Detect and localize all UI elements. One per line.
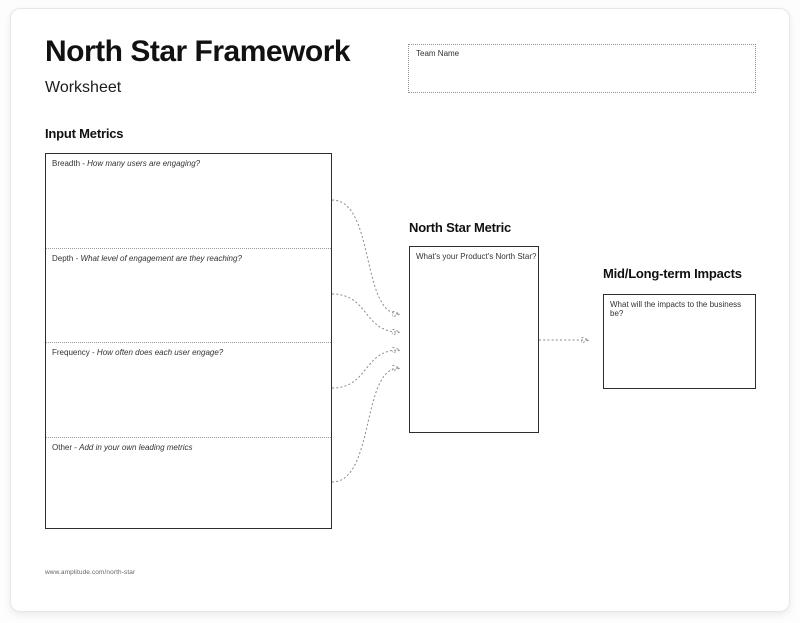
connector-other-arrow xyxy=(331,368,399,483)
metric-label: Frequency - xyxy=(52,348,95,357)
metric-question: Add in your own leading metrics xyxy=(79,443,193,452)
input-metric-row-other[interactable]: Other - Add in your own leading metrics xyxy=(46,437,331,527)
impacts-box[interactable]: What will the impacts to the business be… xyxy=(603,294,756,389)
input-metrics-heading: Input Metrics xyxy=(45,126,124,141)
metric-label: Breadth - xyxy=(52,159,85,168)
north-star-metric-box[interactable]: What's your Product's North Star? xyxy=(409,246,539,433)
footer-url: www.amplitude.com/north-star xyxy=(45,569,136,576)
metric-question: How many users are engaging? xyxy=(87,159,201,168)
input-metric-row-frequency[interactable]: Frequency - How often does each user eng… xyxy=(46,342,331,437)
page-title: North Star Framework xyxy=(45,35,351,68)
input-metrics-box: Breadth - How many users are engaging? D… xyxy=(45,153,332,529)
team-name-label: Team Name xyxy=(416,49,460,58)
connector-frequency-arrow xyxy=(331,350,399,389)
input-metric-row-breadth[interactable]: Breadth - How many users are engaging? xyxy=(46,154,331,248)
impacts-heading: Mid/Long-term Impacts xyxy=(603,266,742,281)
metric-label: Depth - xyxy=(52,254,79,263)
metric-question: What level of engagement are they reachi… xyxy=(80,254,242,263)
worksheet-page: North Star Framework Worksheet Team Name… xyxy=(10,8,790,612)
team-name-field[interactable]: Team Name xyxy=(408,44,756,93)
impacts-prompt: What will the impacts to the business be… xyxy=(610,300,742,318)
north-star-prompt: What's your Product's North Star? xyxy=(416,252,537,261)
connector-depth-arrow xyxy=(331,293,399,332)
page-subtitle: Worksheet xyxy=(45,79,122,96)
north-star-metric-heading: North Star Metric xyxy=(409,220,512,235)
connector-breadth-arrow xyxy=(331,199,399,314)
metric-question: How often does each user engage? xyxy=(96,348,224,357)
metric-label: Other - xyxy=(52,443,77,452)
input-metric-row-depth[interactable]: Depth - What level of engagement are the… xyxy=(46,248,331,342)
